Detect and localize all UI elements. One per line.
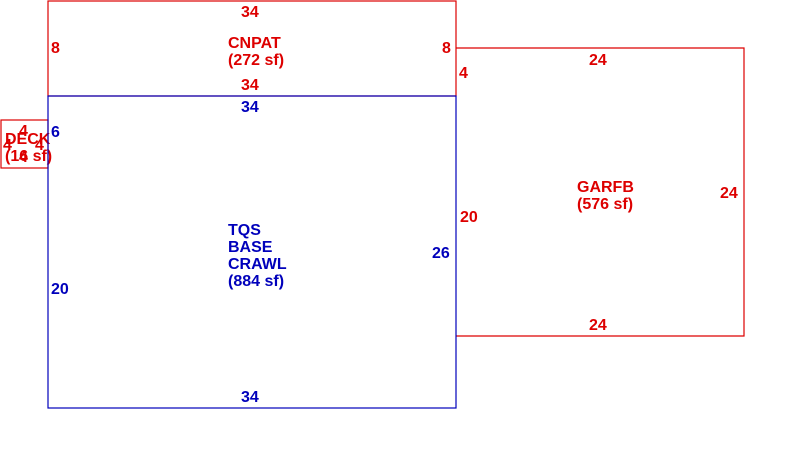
garfb-dim-top: 24 — [589, 52, 607, 69]
tqs-area: (884 sf) — [228, 273, 284, 290]
deck-dim-top: 4 — [19, 123, 28, 140]
deck-dim-bottom: 4 — [19, 149, 28, 166]
area-tqs: TQS BASE CRAWL (884 sf) 34 6 20 26 34 — [47, 95, 457, 409]
area-garfb: GARFB (576 sf) 24 4 20 24 24 — [456, 47, 745, 337]
tqs-dim-bottom: 34 — [241, 389, 259, 406]
tqs-name-line-3: CRAWL — [228, 256, 287, 273]
tqs-dim-right: 26 — [432, 245, 450, 262]
tqs-dim-left-upper: 6 — [51, 124, 60, 141]
garfb-dim-left: 20 — [460, 209, 478, 226]
tqs-name-line-2: BASE — [228, 239, 273, 256]
cnpat-dim-bottom: 34 — [241, 77, 259, 94]
garfb-name: GARFB — [577, 179, 634, 196]
area-deck: DECK (16 sf) 4 4 4 4 — [0, 119, 52, 169]
deck-area: (16 sf) — [5, 148, 52, 165]
cnpat-dim-left: 8 — [51, 40, 60, 57]
tqs-dim-left: 20 — [51, 281, 69, 298]
cnpat-dim-top: 34 — [241, 4, 259, 21]
deck-name: DECK — [5, 131, 51, 148]
tqs-name-line-1: TQS — [228, 222, 261, 239]
deck-dim-right: 4 — [35, 137, 44, 154]
tqs-outline — [47, 95, 457, 409]
area-cnpat: CNPAT (272 sf) 34 8 8 34 — [47, 0, 457, 97]
tqs-dim-top: 34 — [241, 99, 259, 116]
garfb-outline — [456, 47, 745, 337]
deck-dim-left: 4 — [3, 137, 12, 154]
cnpat-dim-right: 8 — [442, 40, 451, 57]
cnpat-name: CNPAT — [228, 35, 281, 52]
garfb-dim-right: 24 — [720, 185, 738, 202]
garfb-area: (576 sf) — [577, 196, 633, 213]
garfb-dim-bottom: 24 — [589, 317, 607, 334]
cnpat-area: (272 sf) — [228, 52, 284, 69]
garfb-dim-left-upper: 4 — [459, 65, 468, 82]
